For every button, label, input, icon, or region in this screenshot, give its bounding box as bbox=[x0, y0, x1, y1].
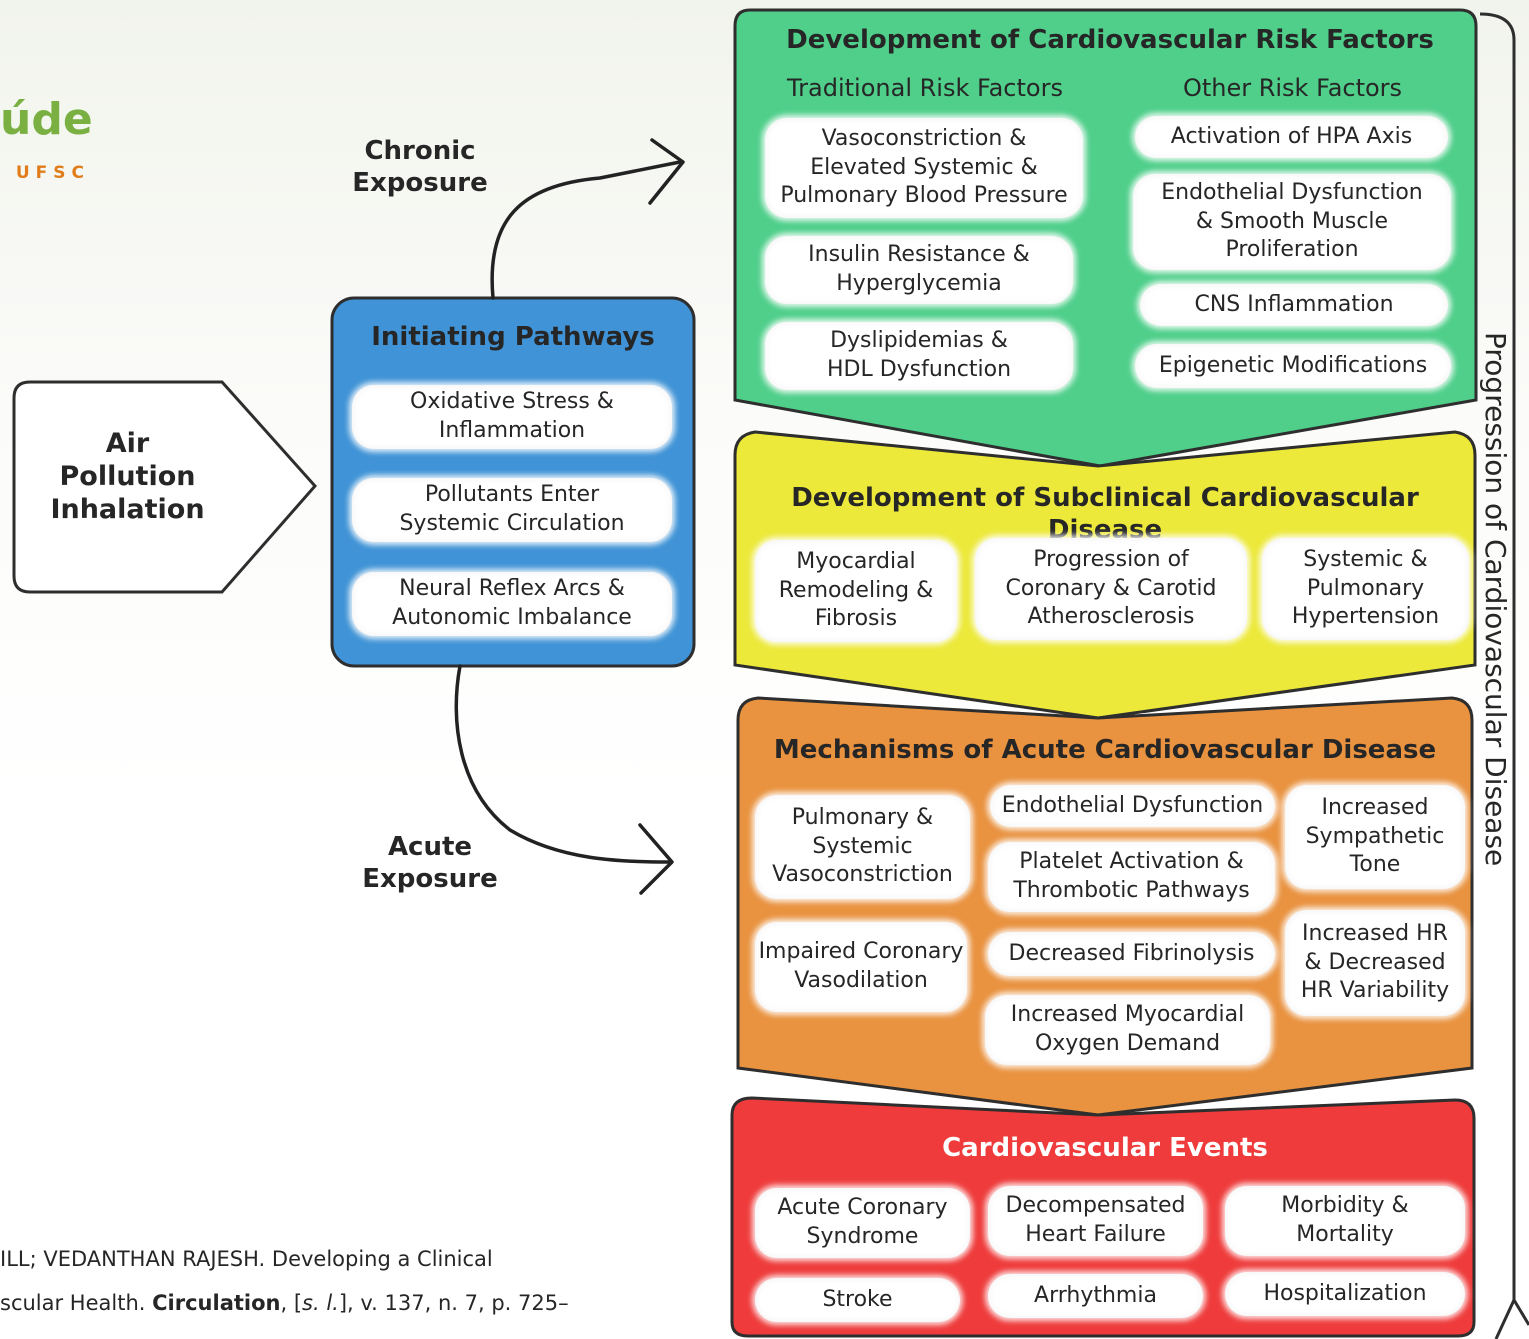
traditional-risk-title: Traditional Risk Factors bbox=[787, 74, 1063, 102]
chronic-exposure-label: Chronic Exposure bbox=[352, 136, 488, 198]
acute-arrow-head bbox=[638, 823, 674, 895]
acute-title: Mechanisms of Acute Cardiovascular Disea… bbox=[773, 735, 1437, 765]
other-risk-item: CNS Inflammation bbox=[1140, 284, 1448, 326]
acute-item: Platelet Activation & Thrombotic Pathway… bbox=[988, 842, 1275, 912]
air-pollution-label: Air Pollution Inhalation bbox=[50, 428, 205, 525]
event-item: Decompensated Heart Failure bbox=[988, 1186, 1203, 1256]
acute-item: Decreased Fibrinolysis bbox=[988, 932, 1275, 976]
progression-label: Progression of Cardiovascular Disease bbox=[1479, 332, 1512, 867]
event-item: Acute Coronary Syndrome bbox=[755, 1188, 970, 1258]
event-item: Stroke bbox=[755, 1278, 960, 1322]
progression-bracket bbox=[1479, 12, 1529, 1339]
acute-item: Pulmonary & Systemic Vasoconstriction bbox=[755, 795, 970, 899]
acute-item: Impaired Coronary Vasodilation bbox=[755, 922, 967, 1012]
risk-factors-title: Development of Cardiovascular Risk Facto… bbox=[786, 25, 1434, 55]
events-title: Cardiovascular Events bbox=[942, 1133, 1268, 1163]
acute-item: Increased HR & Decreased HR Variability bbox=[1285, 910, 1465, 1016]
acute-arrow bbox=[454, 664, 670, 864]
reference-line-2-b: , [ bbox=[280, 1291, 303, 1315]
acute-item: Increased Myocardial Oxygen Demand bbox=[985, 995, 1270, 1065]
reference-line-1: ILL; VEDANTHAN RAJESH. Developing a Clin… bbox=[0, 1247, 493, 1271]
reference-line-2-a: scular Health. bbox=[0, 1291, 153, 1315]
logo: úde UFSC bbox=[0, 78, 93, 203]
subclinical-item: Myocardial Remodeling & Fibrosis bbox=[755, 540, 957, 642]
acute-exposure-label: Acute Exposure bbox=[362, 832, 498, 894]
traditional-risk-item: Vasoconstriction & Elevated Systemic & P… bbox=[765, 118, 1083, 218]
reference-journal: Circulation bbox=[152, 1291, 281, 1315]
event-item: Hospitalization bbox=[1225, 1272, 1465, 1316]
chronic-arrow-head bbox=[648, 138, 685, 205]
reference-line-2-c: ], v. 137, n. 7, p. 725– bbox=[338, 1291, 569, 1315]
reference-sl: s. l. bbox=[302, 1291, 339, 1315]
initiating-item: Oxidative Stress & Inflammation bbox=[352, 385, 672, 449]
chronic-arrow bbox=[490, 160, 682, 300]
acute-item: Endothelial Dysfunction bbox=[990, 785, 1275, 827]
event-item: Morbidity & Mortality bbox=[1225, 1186, 1465, 1256]
logo-word: úde bbox=[0, 93, 93, 145]
subclinical-item: Progression of Coronary & Carotid Athero… bbox=[975, 538, 1247, 640]
other-risk-item: Endothelial Dysfunction & Smooth Muscle … bbox=[1133, 174, 1451, 270]
air-pollution-arrow-shape bbox=[12, 380, 318, 594]
logo-sub: UFSC bbox=[15, 163, 90, 184]
other-risk-item: Epigenetic Modifications bbox=[1135, 344, 1451, 388]
other-risk-item: Activation of HPA Axis bbox=[1135, 116, 1448, 158]
reference-line-2: scular Health. Circulation, [s. l.], v. … bbox=[0, 1291, 569, 1315]
subclinical-item: Systemic & Pulmonary Hypertension bbox=[1262, 538, 1469, 640]
traditional-risk-item: Insulin Resistance & Hyperglycemia bbox=[765, 236, 1073, 304]
initiating-item: Pollutants Enter Systemic Circulation bbox=[352, 478, 672, 542]
initiating-title: Initiating Pathways bbox=[371, 322, 655, 352]
event-item: Arrhythmia bbox=[988, 1274, 1203, 1318]
other-risk-title: Other Risk Factors bbox=[1182, 74, 1403, 102]
acute-item: Increased Sympathetic Tone bbox=[1285, 785, 1465, 889]
traditional-risk-item: Dyslipidemias & HDL Dysfunction bbox=[765, 322, 1073, 390]
initiating-item: Neural Reflex Arcs & Autonomic Imbalance bbox=[352, 572, 672, 636]
subclinical-title: Development of Subclinical Cardiovascula… bbox=[791, 483, 1419, 545]
